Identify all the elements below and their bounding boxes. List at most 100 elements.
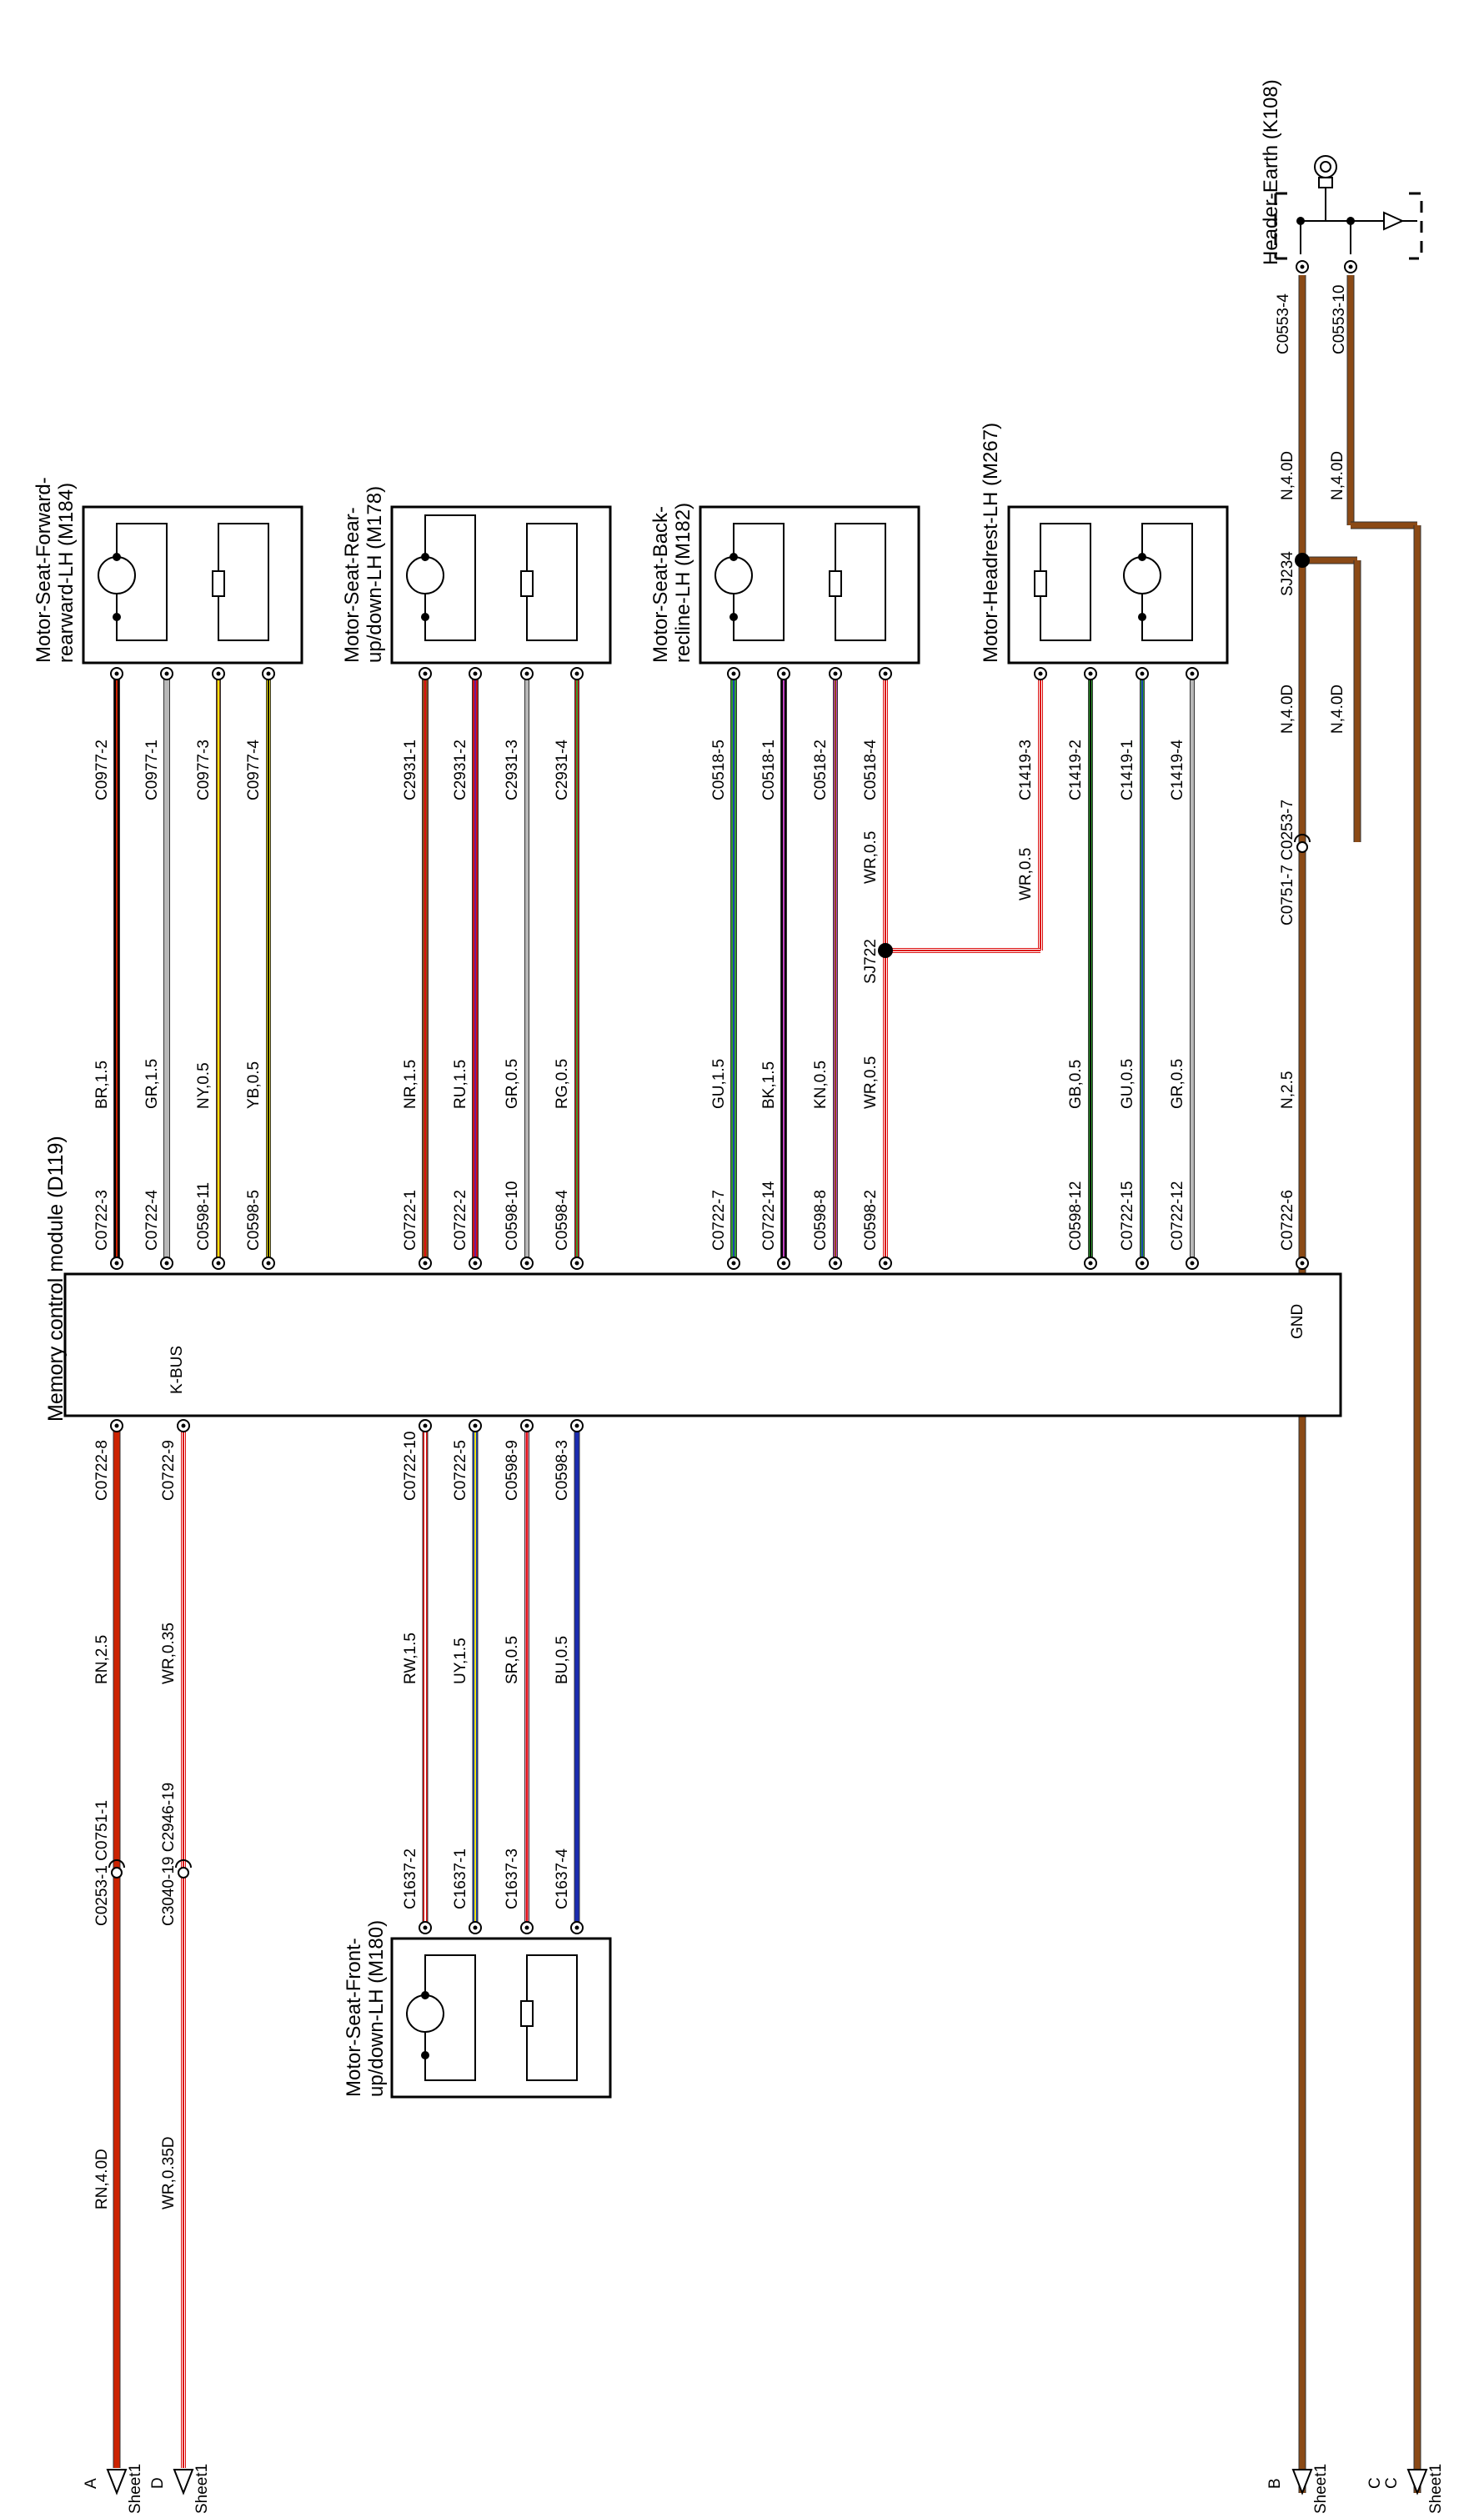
module-pin-top-3-dot <box>266 1261 271 1266</box>
module-pin-label-top-12: C0598-12 <box>1067 1181 1085 1251</box>
module-pin-top-9-dot <box>781 1261 786 1266</box>
component-m267-pin-label-3: C1419-4 <box>1169 740 1186 800</box>
component-m182-pin-label-3: C0518-4 <box>862 740 880 800</box>
gnd-label: GND <box>1289 1304 1306 1339</box>
module-pin-bottom-0-dot <box>114 1423 119 1428</box>
module-pin-label-top-1: C0722-4 <box>143 1190 161 1251</box>
sheet-letter-3: C <box>1383 2477 1401 2489</box>
component-pin-7-dot <box>574 671 579 676</box>
module-pin-label-top-10: C0598-8 <box>812 1190 830 1251</box>
m184-title-1: Motor-Seat-Forward- <box>33 477 55 663</box>
wire-spec-bottom-2: RW,1.5 <box>402 1633 419 1684</box>
sheet-letter-2: B <box>1266 2478 1284 2489</box>
module-pin-top-12-dot <box>1088 1261 1093 1266</box>
component-m184-pin-label-3: C0977-4 <box>245 740 263 800</box>
module-pin-label-top-3: C0598-5 <box>245 1190 263 1251</box>
sheet-label-3: Sheet1 <box>1427 2464 1445 2514</box>
module-pin-top-13-dot <box>1140 1261 1145 1266</box>
component-pin-5-dot <box>473 671 478 676</box>
wire-spec-bottom-3: UY,1.5 <box>452 1638 469 1684</box>
wire-spec-top-2: NY,0.5 <box>195 1062 213 1109</box>
header-earth-k108 <box>1274 155 1423 260</box>
m180-title-1: Motor-Seat-Front- <box>343 1938 365 2097</box>
component-m178-pin-label-3: C2931-4 <box>554 740 571 800</box>
label-layer: C0722-3BR,1.5C0722-4GR,1.5C0598-11NY,0.5… <box>83 260 1445 2514</box>
m178-title-2: up/down-LH (M178) <box>363 486 386 663</box>
module-pin-top-8-dot <box>731 1261 736 1266</box>
module-pin-label-bottom-5: C0598-3 <box>554 1440 571 1501</box>
component-pin-2-dot <box>216 671 221 676</box>
earth-conn-left: C0553-4 <box>1275 293 1292 354</box>
wire-spec-top-7: RG,0.5 <box>554 1059 571 1109</box>
inline-gnd-label: C0751-7 C0253-7 <box>1279 800 1296 925</box>
inline-rn-pin <box>111 1867 123 1878</box>
component-m182 <box>699 505 920 665</box>
module-pin-bottom-4-dot <box>524 1423 529 1428</box>
module-pin-bottom-5-dot <box>574 1423 579 1428</box>
component-pin-1-dot <box>164 671 169 676</box>
module-pin-label-top-9: C0722-14 <box>760 1181 778 1251</box>
component-m178-pin-label-0: C2931-1 <box>402 740 419 800</box>
splice-sj722-label: SJ722 <box>862 939 880 984</box>
sheet-letter-extra: C <box>1366 2477 1384 2489</box>
m184-title-2: rearward-LH (M184) <box>55 483 78 663</box>
sheet-label-2: Sheet1 <box>1312 2464 1330 2514</box>
component-m267 <box>1007 505 1229 665</box>
component-m182-pin-label-1: C0518-1 <box>760 740 778 800</box>
wire-spec-top-4: NR,1.5 <box>402 1060 419 1109</box>
component-m184-pin-label-2: C0977-3 <box>195 740 213 800</box>
splice-sj722-dot <box>878 943 893 958</box>
component-m182-pin-label-2: C0518-2 <box>812 740 830 800</box>
wire-spec-top-14: GR,0.5 <box>1169 1059 1186 1109</box>
m180-pin-label-2: C1637-3 <box>504 1848 521 1909</box>
earth-pin-left-dot <box>1300 264 1305 269</box>
kbus-label: K-BUS <box>168 1346 186 1394</box>
module-pin-top-7-dot <box>574 1261 579 1266</box>
module-pin-label-bottom-1: C0722-9 <box>160 1440 178 1501</box>
wire-spec-top-8: GU,1.5 <box>710 1059 728 1109</box>
sheet-ref-wr-wire: WR,0.35D <box>160 2136 178 2210</box>
headrest-wire-label: WR,0.5 <box>1017 848 1035 900</box>
component-pin-0-dot <box>114 671 119 676</box>
m180-pin-label-3: C1637-4 <box>554 1848 571 1909</box>
m180-pin-2-dot <box>524 1925 529 1930</box>
earth-wire-right-upper-label: N,4.0D <box>1329 451 1346 500</box>
module-pin-label-top-13: C0722-15 <box>1119 1181 1136 1251</box>
component-m267-pin-label-1: C1419-2 <box>1067 740 1085 800</box>
wire-spec-top-13: GU,0.5 <box>1119 1059 1136 1109</box>
m180-title-2: up/down-LH (M180) <box>365 1920 388 2097</box>
module-pin-top-0-dot <box>114 1261 119 1266</box>
module-pin-label-top-0: C0722-3 <box>93 1190 111 1251</box>
component-pin-10-dot <box>833 671 838 676</box>
sheet-arrow-2 <box>1291 2469 1313 2495</box>
module-title: Memory control module (D119) <box>44 1136 68 1422</box>
sheet-letter-1: D <box>149 2477 167 2489</box>
inline-gnd-pin <box>1296 841 1308 853</box>
earth-stud-icon <box>1314 155 1337 178</box>
component-m184-pin-label-0: C0977-2 <box>93 740 111 800</box>
m267-title-1: Motor-Headrest-LH (M267) <box>980 423 1002 663</box>
wire-spec-top-0: BR,1.5 <box>93 1061 111 1109</box>
component-pin-4-dot <box>423 671 428 676</box>
module-pin-label-bottom-2: C0722-10 <box>402 1432 419 1501</box>
component-pin-12-dot <box>1088 671 1093 676</box>
module-pin-bottom-2-dot <box>423 1423 428 1428</box>
sheet-ref-rn-wire: RN,4.0D <box>93 2149 111 2210</box>
module-pin-top-14-dot <box>1190 1261 1195 1266</box>
splice-sj722-wire-label: WR,0.5 <box>862 831 880 884</box>
module-pin-top-6-dot <box>524 1261 529 1266</box>
module-pin-top-10-dot <box>833 1261 838 1266</box>
earth-wire-left-upper-label: N,4.0D <box>1279 451 1296 500</box>
wire-spec-top-10: KN,0.5 <box>812 1061 830 1109</box>
component-pin-14-dot <box>1190 671 1195 676</box>
m180-pin-label-1: C1637-1 <box>452 1848 469 1909</box>
m178-title-1: Motor-Seat-Rear- <box>341 507 363 663</box>
module-pin-top-5-dot <box>473 1261 478 1266</box>
inline-wr-pin <box>178 1867 189 1878</box>
inline-wr-arc <box>175 1859 192 1868</box>
wire-spec-top-6: GR,0.5 <box>504 1059 521 1109</box>
module-pin-bottom-1-dot <box>181 1423 186 1428</box>
component-m178-pin-label-2: C2931-3 <box>504 740 521 800</box>
component-m267-pin-label-2: C1419-1 <box>1119 740 1136 800</box>
